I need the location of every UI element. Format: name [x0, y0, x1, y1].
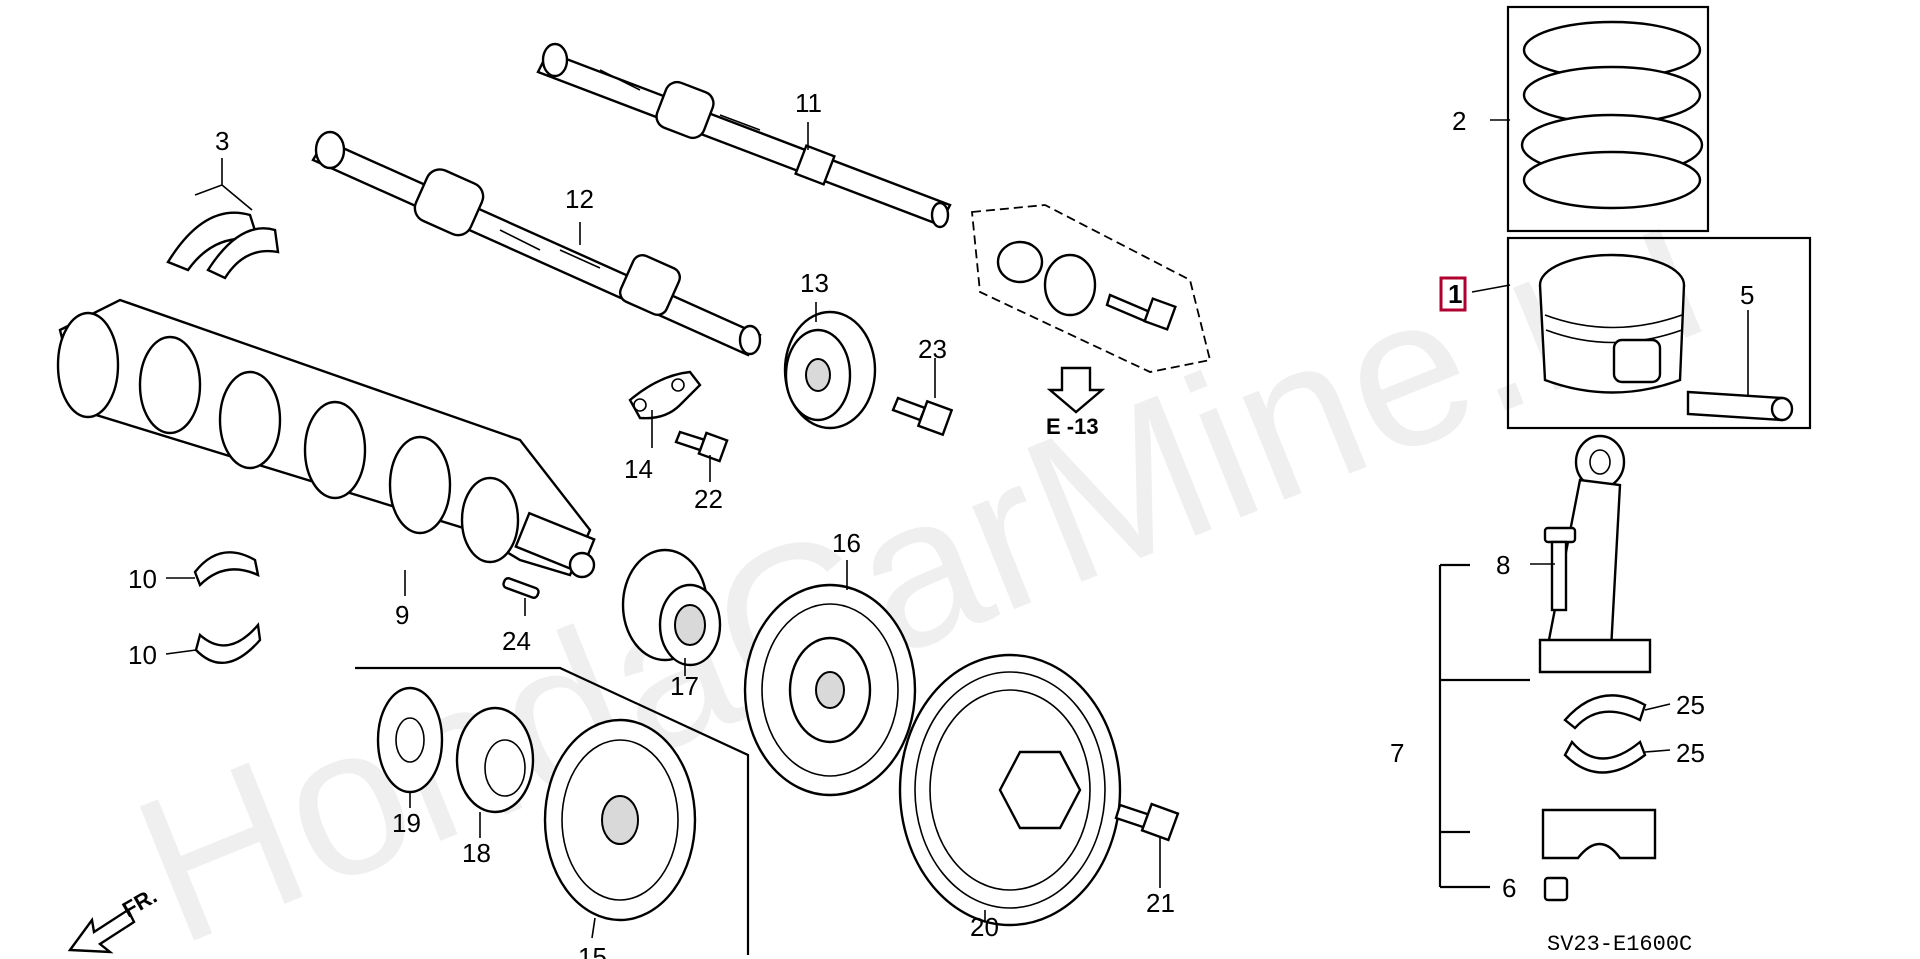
sprocket-17[interactable]	[621, 548, 722, 667]
callout-10-lower: 10	[128, 640, 157, 670]
callout-1-highlight	[1439, 276, 1467, 312]
callout-5: 5	[1740, 280, 1754, 310]
callout-8: 8	[1496, 550, 1510, 580]
oil-pump-drive-group	[971, 204, 1212, 373]
washer-19[interactable]	[376, 686, 444, 794]
callout-18: 18	[462, 838, 491, 868]
rod-bearing-upper-25[interactable]	[1563, 694, 1647, 730]
piston-ring-box	[1506, 5, 1710, 233]
bolt-23[interactable]	[891, 396, 954, 437]
callout-3: 3	[215, 126, 229, 156]
diagram-code: SV23-E1600C	[1547, 932, 1692, 957]
callout-11: 11	[795, 88, 822, 118]
guide-plate-14[interactable]	[628, 370, 702, 420]
crank-bearing-upper-10[interactable]	[193, 551, 260, 588]
connecting-rod[interactable]	[1538, 434, 1652, 674]
callout-25-lower: 25	[1676, 738, 1705, 768]
balancer-shaft-11[interactable]	[536, 42, 952, 229]
main-bearing-set-3[interactable]	[166, 211, 280, 280]
callout-20: 20	[970, 912, 999, 942]
callout-19: 19	[392, 808, 421, 838]
reference-arrow: E -13	[1046, 366, 1106, 439]
callouts: 3 11 12 13 23 14 22 9 10 10 24 17 16 19 …	[128, 88, 1754, 959]
leader-lines	[165, 119, 1749, 939]
reference-label: E -13	[1046, 414, 1099, 439]
callout-16: 16	[832, 528, 861, 558]
piston-pin-5[interactable]	[1686, 390, 1794, 422]
rod-bearing-lower-25[interactable]	[1563, 739, 1647, 774]
timing-pulley-16[interactable]	[743, 583, 917, 797]
callout-14: 14	[624, 454, 653, 484]
piston-1[interactable]	[1538, 253, 1686, 394]
rod-nut-6[interactable]	[1543, 876, 1569, 902]
callout-2: 2	[1452, 106, 1466, 136]
callout-10-upper: 10	[128, 564, 157, 594]
bolt-22[interactable]	[674, 430, 729, 463]
crank-bearing-lower-10[interactable]	[194, 622, 262, 664]
callout-6: 6	[1502, 873, 1516, 903]
crankshaft[interactable]	[56, 298, 596, 579]
callout-21: 21	[1146, 888, 1175, 918]
rod-cap[interactable]	[1541, 808, 1657, 860]
crank-pulley-20[interactable]	[898, 653, 1122, 927]
callout-23: 23	[918, 334, 947, 364]
callout-12: 12	[565, 184, 594, 214]
callout-24: 24	[502, 626, 531, 656]
balancer-shaft-12[interactable]	[311, 130, 762, 357]
woodruff-key-24[interactable]	[502, 577, 540, 599]
sub-assembly-outline	[355, 666, 750, 955]
connecting-rod-assembly-7[interactable]	[1438, 563, 1530, 889]
callout-25-upper: 25	[1676, 690, 1705, 720]
callout-13: 13	[800, 268, 829, 298]
callout-7: 7	[1390, 738, 1404, 768]
front-arrow: FR.	[67, 883, 161, 954]
pulley-13[interactable]	[783, 310, 877, 430]
callout-1: 1	[1448, 279, 1462, 309]
sprocket-18[interactable]	[455, 706, 535, 814]
piston-ring-set-2[interactable]	[1520, 20, 1704, 210]
callout-17: 17	[670, 671, 699, 701]
callout-9: 9	[395, 600, 409, 630]
timing-pulley-15[interactable]	[543, 718, 697, 922]
callout-22: 22	[694, 484, 723, 514]
piston-box	[1506, 236, 1812, 430]
pulley-bolt-21[interactable]	[1114, 802, 1180, 842]
callout-15: 15	[578, 942, 607, 959]
rod-bolt-8[interactable]	[1543, 526, 1577, 612]
